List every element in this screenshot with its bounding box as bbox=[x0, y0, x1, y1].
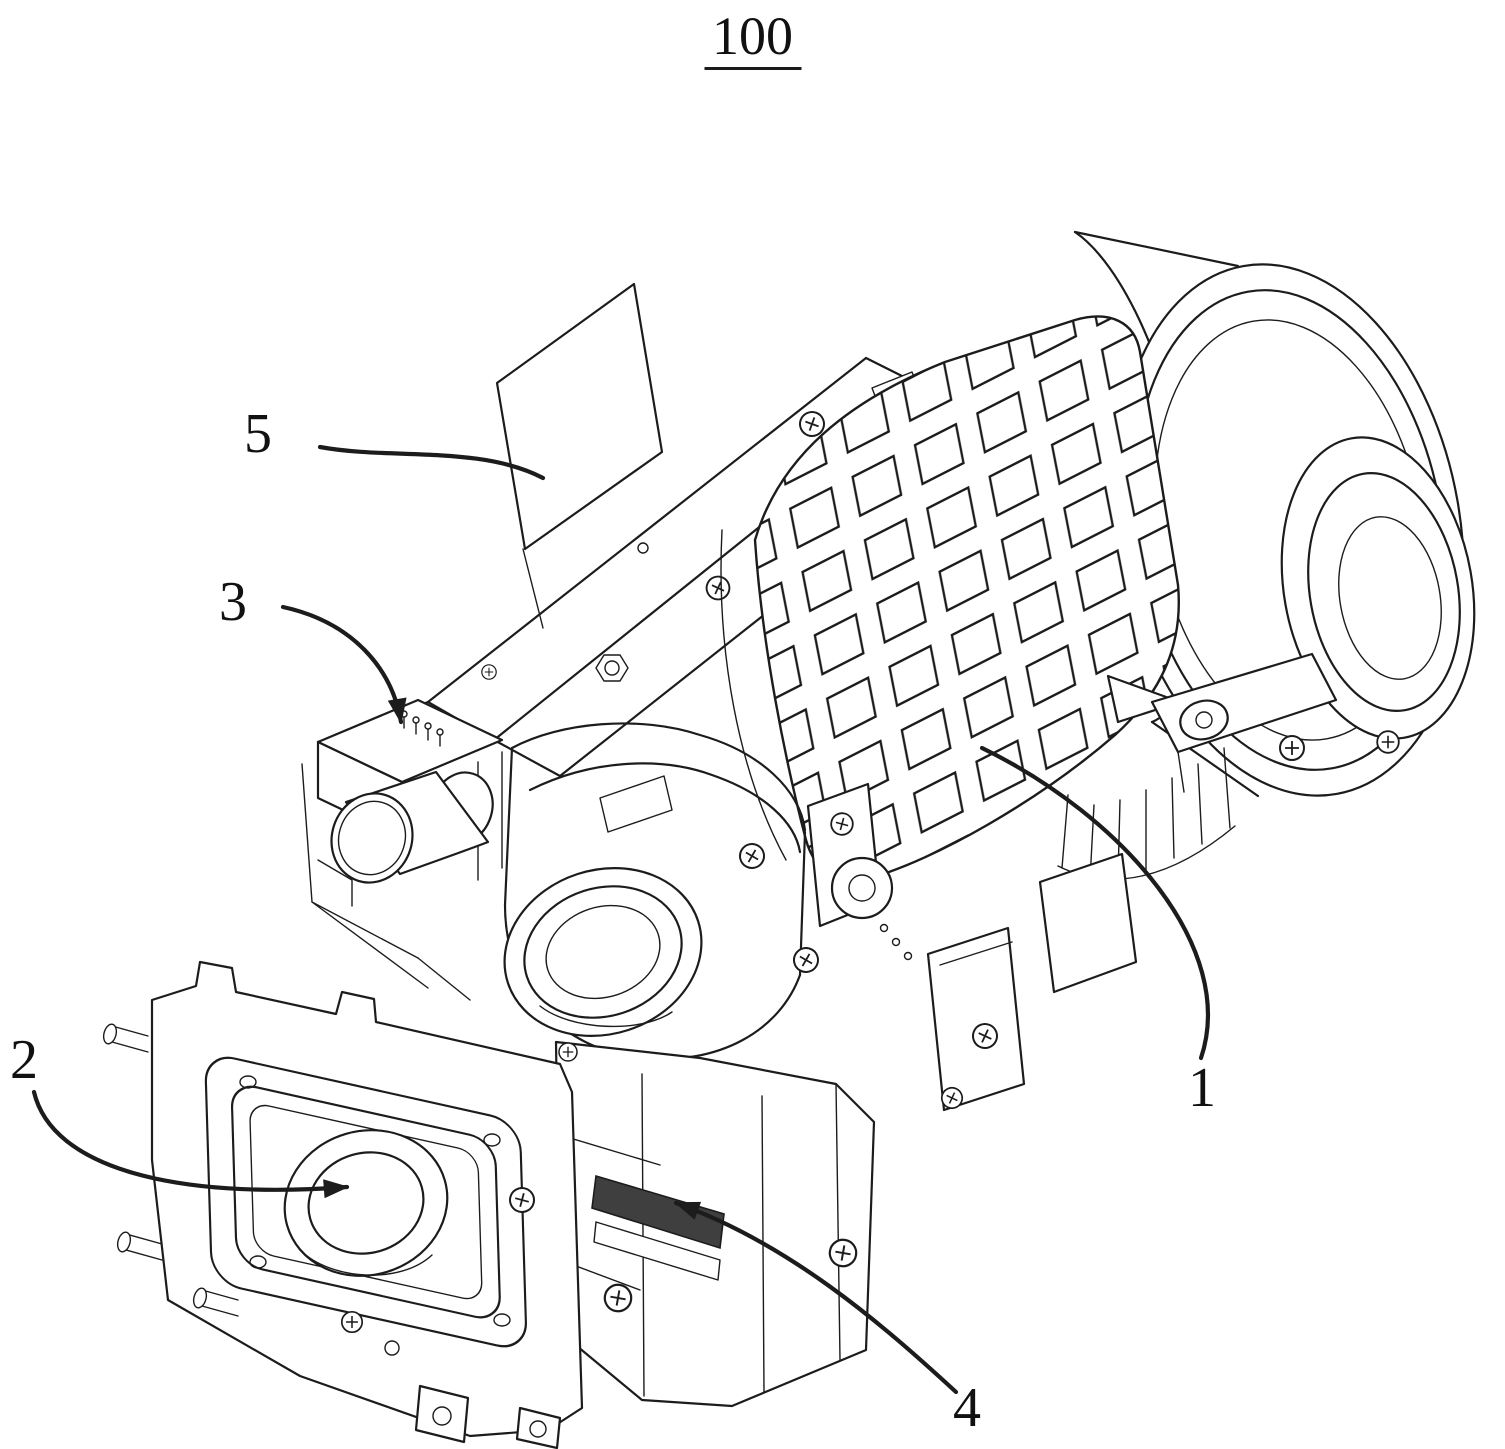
bottom-slot bbox=[591, 1174, 725, 1250]
lattice-grid-cage bbox=[753, 315, 1180, 882]
callout-label-2: 2 bbox=[10, 1029, 38, 1091]
callout-label-3: 3 bbox=[219, 571, 247, 633]
leader-line-2 bbox=[31, 1089, 350, 1199]
callout-label-4: 4 bbox=[953, 1377, 981, 1439]
lower-body bbox=[554, 1040, 876, 1408]
alignment-pins bbox=[102, 1023, 239, 1317]
mid-housing bbox=[477, 529, 913, 1061]
callout-label-5: 5 bbox=[244, 403, 272, 465]
right-support-arm bbox=[1106, 652, 1338, 793]
front-lens-aperture bbox=[283, 1129, 449, 1277]
callout-label-1: 1 bbox=[1188, 1057, 1216, 1119]
figure-number: 100 bbox=[704, 8, 801, 70]
leader-line-4 bbox=[673, 1200, 959, 1395]
leader-line-1 bbox=[979, 745, 1211, 1061]
lower-right-brackets bbox=[926, 852, 1138, 1113]
lens-barrel bbox=[1073, 230, 1476, 798]
sensor-cylinder-block bbox=[316, 698, 504, 907]
flex-film-flag bbox=[495, 282, 664, 629]
callouts: 5 3 2 1 4 bbox=[10, 403, 1216, 1439]
leader-line-3 bbox=[280, 604, 407, 725]
leader-line-5 bbox=[317, 444, 546, 481]
front-plate-assembly bbox=[102, 960, 584, 1449]
